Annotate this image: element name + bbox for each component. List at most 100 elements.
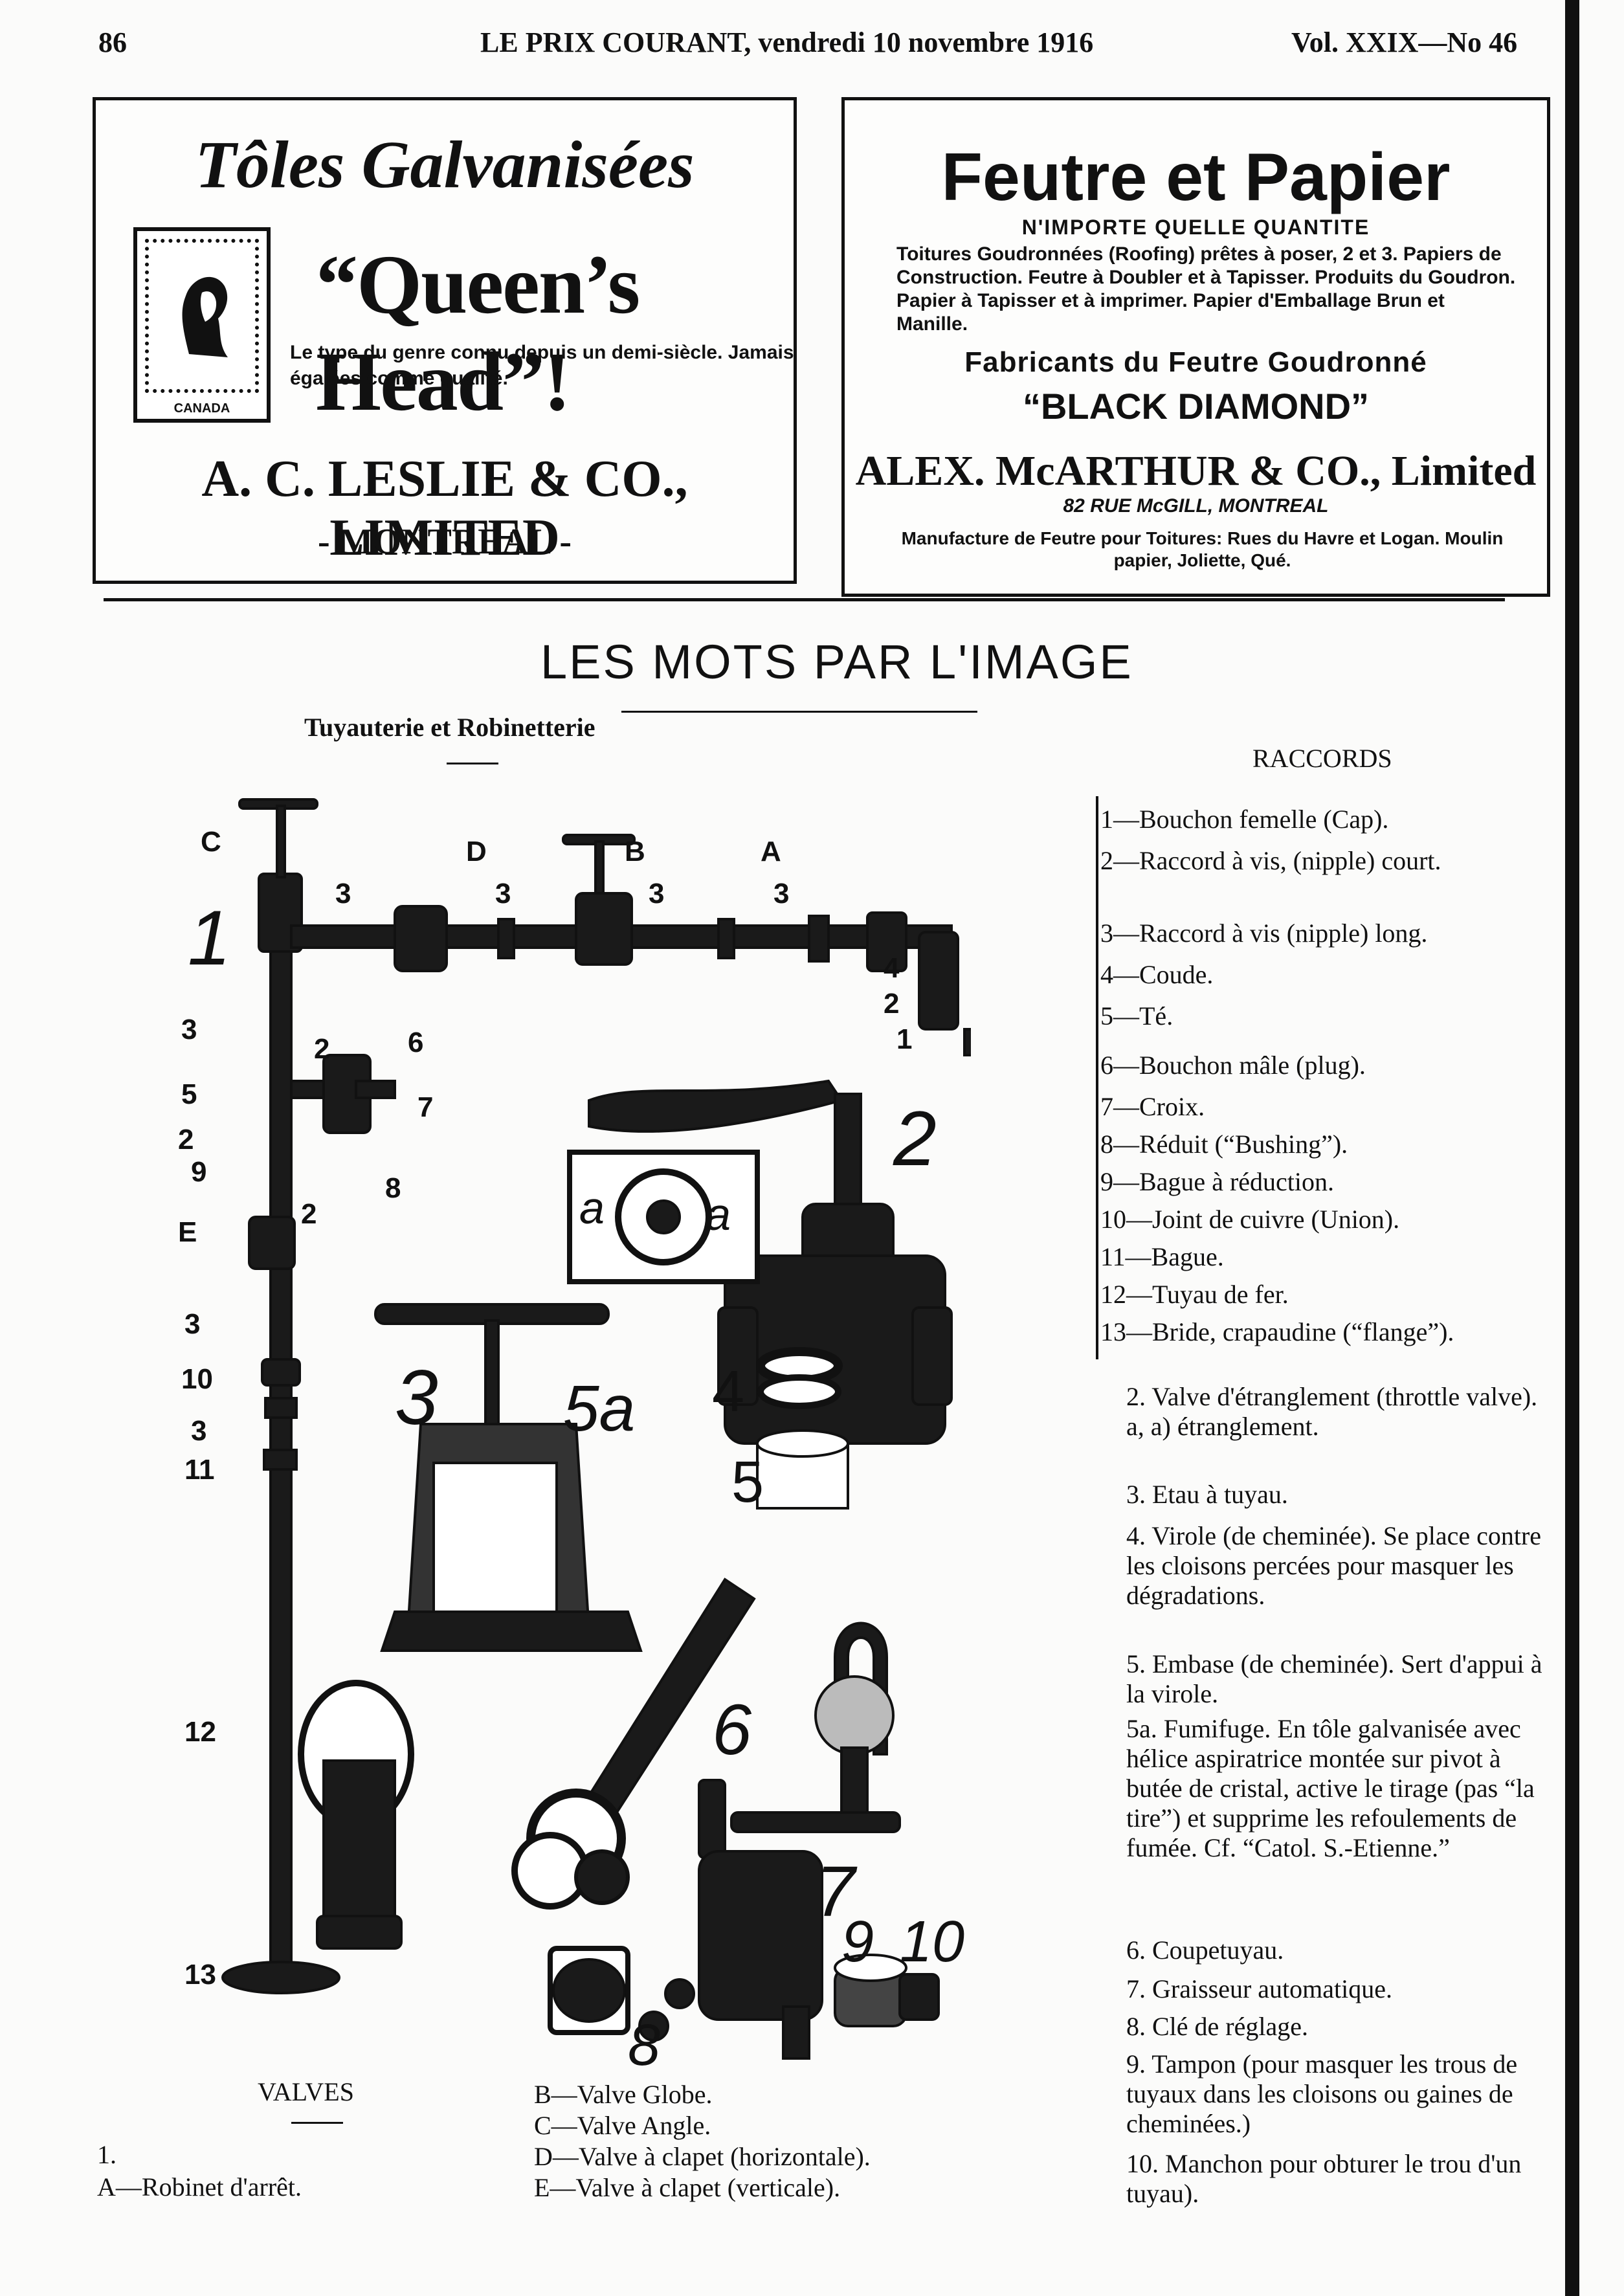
label-a-left: a: [579, 1183, 605, 1233]
valve-a: A—Robinet d'arrêt.: [97, 2172, 302, 2201]
label-2-pipe: 2: [884, 988, 899, 1020]
queens-head-stamp-logo: CANADA: [133, 227, 271, 423]
page-edge-shadow: [1565, 0, 1579, 2296]
ad-mcarthur-fabricants: Fabricants du Feutre Goudronné: [964, 346, 1427, 378]
ad-mcarthur-title: Feutre et Papier: [941, 140, 1451, 215]
big-label-6: 6: [712, 1690, 752, 1770]
big-label-8: 8: [628, 2013, 660, 2071]
numbered-item-7: 7. Graisseur automatique.: [1126, 1974, 1392, 2003]
title-underline: [621, 711, 977, 713]
big-label-9: 9: [841, 1910, 874, 1974]
raccords-heading: RACCORDS: [1252, 744, 1392, 773]
label-3-b: 3: [495, 878, 511, 909]
raccord-item: 13—Bride, crapaudine (“flange”).: [1100, 1317, 1454, 1346]
queen-profile-icon: [157, 251, 247, 367]
plumbing-illustration: C D B A 3 3 3 3 4 2 1 3 2 6 5 7 2 9 8 2 …: [178, 798, 971, 2071]
label-c: C: [201, 826, 221, 858]
label-3-vert: 3: [181, 1014, 197, 1045]
label-5-tee: 5: [181, 1078, 197, 1110]
numbered-item-5: 5. Embase (de cheminée). Sert d'appui à …: [1126, 1649, 1542, 1708]
ad-leslie-slogan: “Queen’s Head”!: [316, 238, 640, 429]
label-3-low2: 3: [191, 1415, 206, 1447]
label-1-pipe: 1: [896, 1023, 912, 1055]
label-6-plug: 6: [408, 1027, 423, 1058]
raccord-item: 4—Coude.: [1100, 960, 1214, 989]
label-3-c: 3: [649, 878, 664, 909]
ad-leslie-company: A. C. LESLIE & CO., LIMITED: [201, 451, 688, 566]
label-3-a: 3: [335, 878, 351, 909]
label-9-vert: 9: [191, 1156, 206, 1188]
label-d: D: [466, 836, 487, 867]
ad-leslie: Tôles Galvanisées CANADA “Queen’s Head”!…: [93, 97, 797, 584]
label-8-bushing: 8: [385, 1172, 401, 1204]
section-title: LES MOTS PAR L'IMAGE: [540, 635, 1133, 689]
label-2-union: 2: [301, 1198, 317, 1230]
label-12-vert: 12: [184, 1716, 216, 1748]
ad-mcarthur-manufacture: Manufacture de Feutre pour Toitures: Rue…: [901, 528, 1504, 570]
volume-number: Vol. XXIX—No 46: [1291, 27, 1518, 58]
ads-divider: [104, 598, 1505, 601]
valve-c: C—Valve Angle.: [534, 2111, 711, 2140]
label-13-flange: 13: [184, 1959, 216, 1990]
ad-mcarthur-company: ALEX. McARTHUR & CO., Limited: [855, 447, 1537, 495]
big-label-3: 3: [395, 1354, 438, 1441]
label-a-right: a: [706, 1189, 731, 1240]
label-2-tee: 2: [314, 1033, 329, 1065]
big-label-7: 7: [816, 1852, 858, 1932]
big-label-1: 1: [188, 895, 231, 981]
raccord-item: 11—Bague.: [1100, 1242, 1224, 1271]
numbered-item-2: 2. Valve d'étranglement (throttle valve)…: [1126, 1382, 1538, 1441]
ad-mcarthur: Feutre et Papier N'IMPORTE QUELLE QUANTI…: [841, 97, 1550, 597]
valves-dash: [291, 2122, 343, 2124]
ad-leslie-description: Le type du genre connu depuis un demi-si…: [290, 342, 794, 389]
raccords-bracket: [1096, 796, 1098, 1359]
valves-heading: VALVES: [258, 2077, 354, 2106]
section-subtitle: Tuyauterie et Robinetterie: [304, 713, 595, 742]
valve-b: B—Valve Globe.: [534, 2080, 713, 2109]
ad-leslie-city: - MONTREAL -: [318, 522, 572, 562]
label-3-d: 3: [773, 878, 789, 909]
ad-mcarthur-address: 82 RUE McGILL, MONTREAL: [1063, 495, 1329, 517]
raccord-item: 12—Tuyau de fer.: [1100, 1280, 1289, 1309]
label-4-pipe: 4: [884, 952, 900, 984]
numbered-item-9: 9. Tampon (pour masquer les trous de tuy…: [1126, 2049, 1518, 2138]
numbered-item-10: 10. Manchon pour obturer le trou d'un tu…: [1126, 2149, 1522, 2208]
label-2-vert: 2: [178, 1124, 194, 1155]
vertical-pipe: [269, 905, 293, 1976]
valve-d: D—Valve à clapet (horizontale).: [534, 2142, 871, 2171]
valve-e: E—Valve à clapet (verticale).: [534, 2173, 841, 2202]
ad-mcarthur-products: Toitures Goudronnées (Roofing) prêtes à …: [896, 243, 1516, 335]
big-label-5a: 5a: [563, 1372, 635, 1445]
raccord-item: 2—Raccord à vis, (nipple) court.: [1100, 846, 1441, 875]
raccord-item: 9—Bague à réduction.: [1100, 1167, 1334, 1196]
label-7-cross: 7: [417, 1091, 433, 1123]
numbered-item-5a: 5a. Fumifuge. En tôle galvanisée avec hé…: [1126, 1714, 1535, 1862]
raccord-item: 5—Té.: [1100, 1001, 1174, 1031]
raccord-item: 6—Bouchon mâle (plug).: [1100, 1051, 1366, 1080]
ad-leslie-title: Tôles Galvanisées: [195, 128, 695, 202]
valve-1: 1.: [97, 2140, 117, 2169]
raccord-item: 10—Joint de cuivre (Union).: [1100, 1205, 1400, 1234]
numbered-item-8: 8. Clé de réglage.: [1126, 2012, 1308, 2041]
stamp-caption: CANADA: [173, 401, 230, 416]
page-number: 86: [98, 27, 127, 58]
subtitle-dash: [447, 763, 498, 764]
label-a: A: [761, 836, 781, 867]
raccord-item: 7—Croix.: [1100, 1092, 1205, 1121]
big-label-2: 2: [893, 1095, 937, 1182]
label-b: B: [625, 836, 645, 867]
big-label-5: 5: [731, 1450, 764, 1515]
raccord-item: 8—Réduit (“Bushing”).: [1100, 1130, 1348, 1159]
publication-line: LE PRIX COURANT, vendredi 10 novembre 19…: [480, 27, 1094, 58]
raccord-item: 3—Raccord à vis (nipple) long.: [1100, 919, 1428, 948]
label-11-vert: 11: [184, 1454, 215, 1486]
label-10-vert: 10: [181, 1363, 213, 1395]
ad-mcarthur-subtitle: N'IMPORTE QUELLE QUANTITE: [1021, 216, 1370, 239]
numbered-item-4: 4. Virole (de cheminée). Se place contre…: [1126, 1521, 1542, 1610]
label-3-lower: 3: [184, 1308, 200, 1340]
numbered-item-3: 3. Etau à tuyau.: [1126, 1480, 1288, 1509]
ad-mcarthur-brand: “BLACK DIAMOND”: [1022, 386, 1370, 427]
numbered-item-6: 6. Coupetuyau.: [1126, 1935, 1284, 1965]
raccord-item: 1—Bouchon femelle (Cap).: [1100, 805, 1389, 834]
label-e: E: [178, 1216, 197, 1248]
